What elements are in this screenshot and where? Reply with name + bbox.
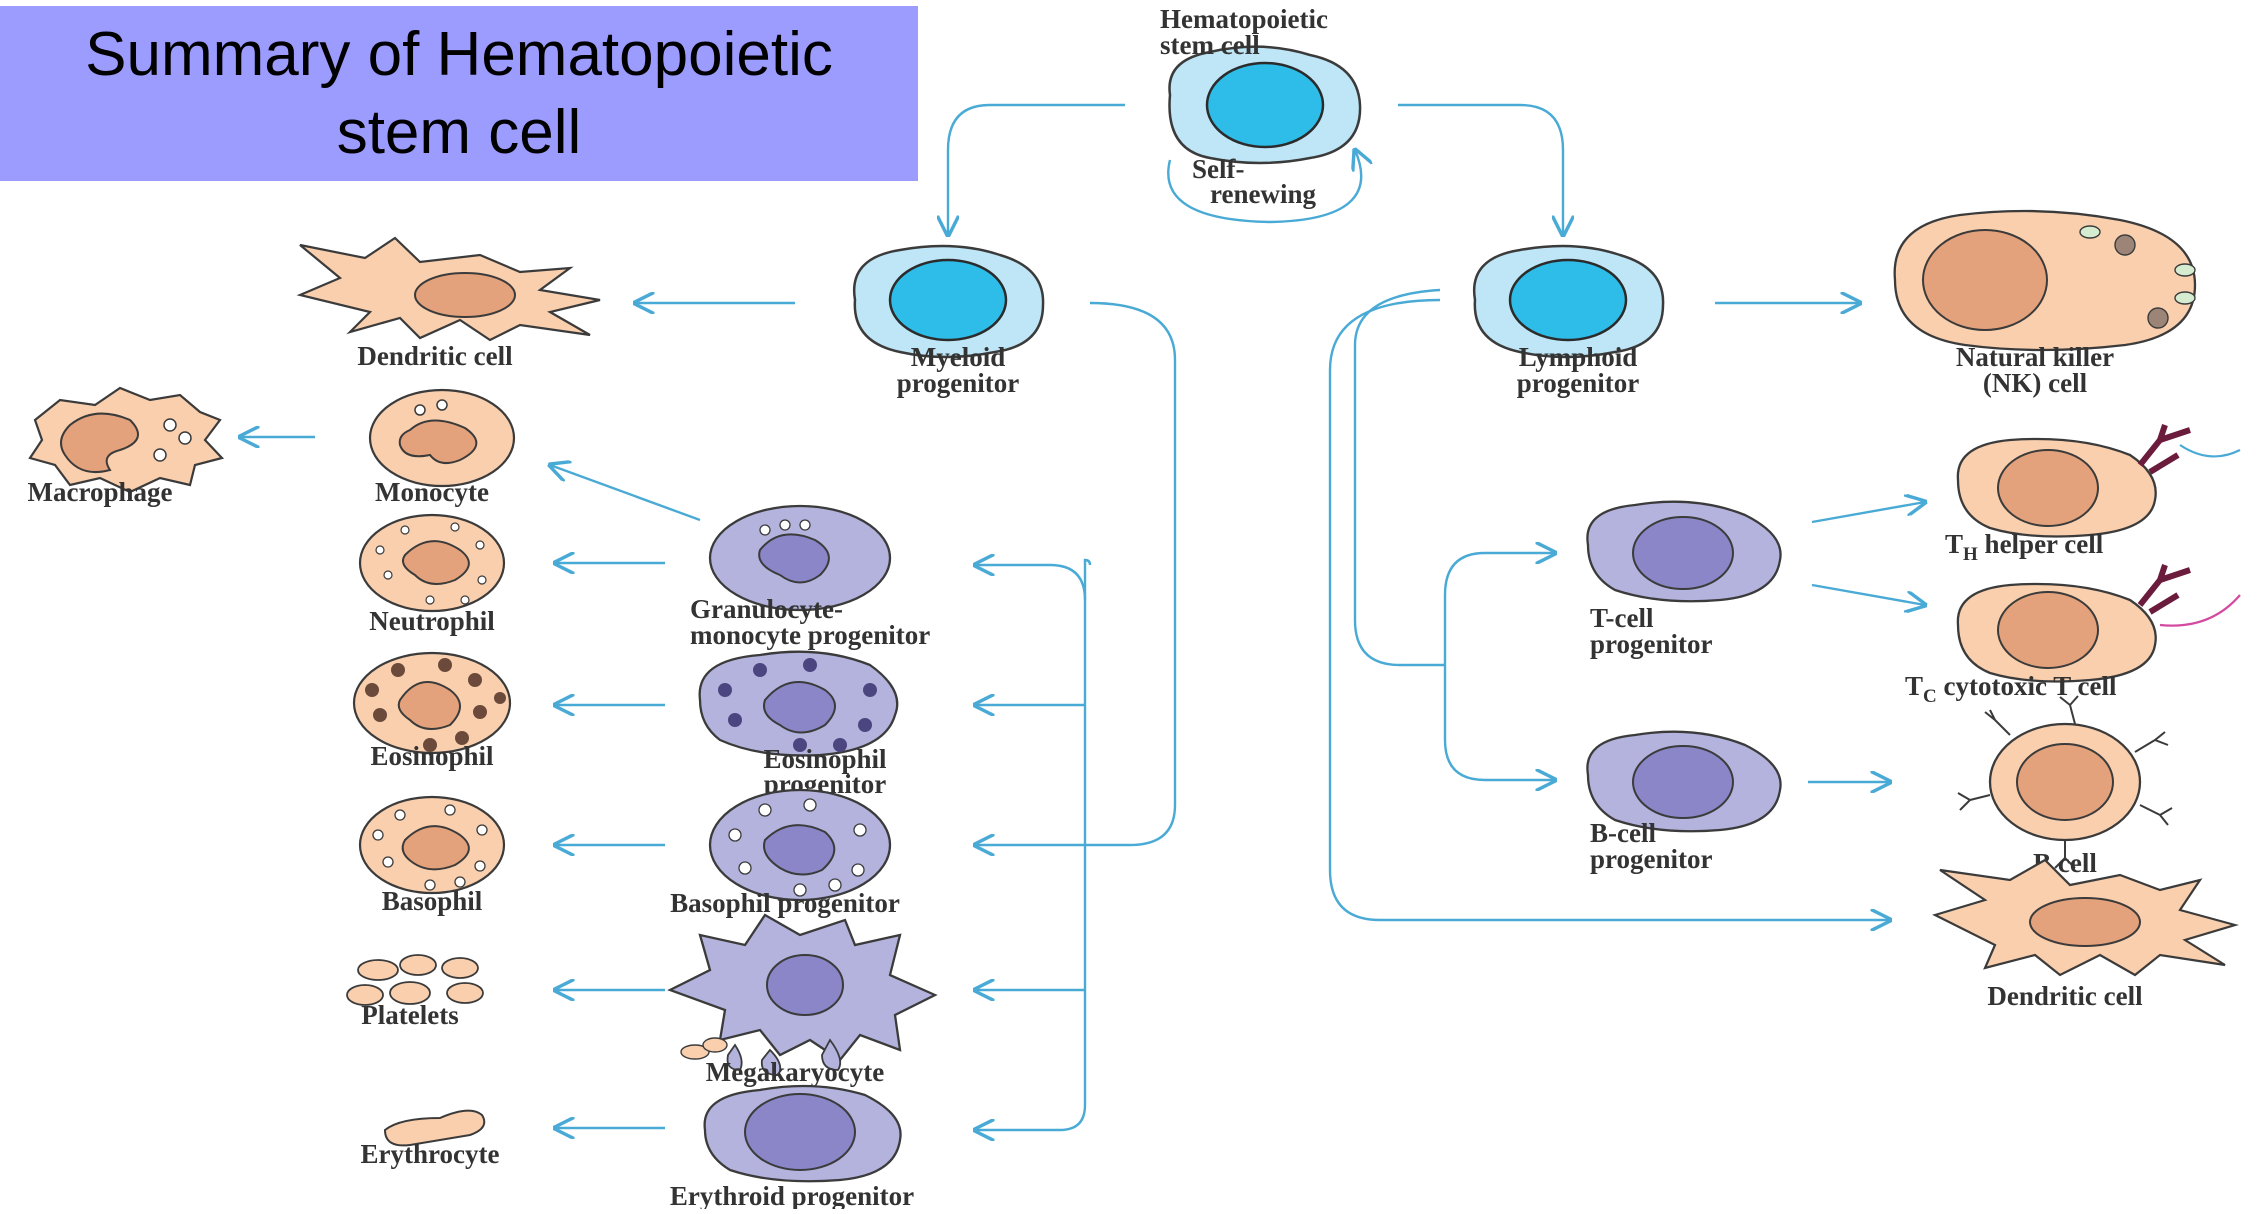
- nk-cell: [1893, 209, 2197, 352]
- basophil-label: Basophil: [382, 886, 483, 916]
- svg-text:Granulocyte-monocyte progenito: Granulocyte-monocyte progenitor: [690, 594, 930, 650]
- arrow-hsc-to-myeloid: [948, 103, 1125, 235]
- th-label: TH helper cell: [1945, 529, 2104, 565]
- tc-label: TC cytotoxic T cell: [1905, 671, 2117, 707]
- tc-label-rest: cytotoxic T cell: [1937, 671, 2117, 701]
- lymphoid-progenitor-cell: [1472, 244, 1665, 359]
- arrow-tprog-to-th: [1811, 502, 1925, 524]
- myeloid-progenitor-cell: [852, 244, 1045, 359]
- title-line-1: Summary of Hematopoietic: [85, 19, 833, 89]
- title-line-2: stem cell: [336, 97, 582, 167]
- erythrocyte-cell: [383, 1109, 486, 1147]
- dendritic-cell-left: [296, 236, 601, 342]
- arrow-to-tcell-prog: [1443, 553, 1555, 665]
- th-helper-cell: [1956, 424, 2241, 538]
- hsc-label-1: Hematopoietic: [1160, 4, 1328, 34]
- arrow-gm-to-monocyte: [550, 465, 701, 522]
- eosinophil-label: Eosinophil: [370, 741, 494, 771]
- myeloid-label-1: Myeloid: [911, 342, 1006, 372]
- dendritic-left-label: Dendritic cell: [357, 341, 513, 371]
- platelets-label: Platelets: [361, 1000, 458, 1030]
- b-cell: [1957, 695, 2173, 869]
- dendritic-cell-right: [1932, 858, 2239, 977]
- nk-label-1: Natural killer: [1956, 342, 2114, 372]
- b-cell-progenitor-cell: [1586, 730, 1782, 833]
- lymphoid-label-1: Lymphoid: [1519, 342, 1638, 372]
- arrow-to-bcell-prog: [1443, 665, 1555, 780]
- monocyte-label: Monocyte: [375, 477, 489, 507]
- t-prog-label-2: progenitor: [1590, 629, 1713, 659]
- erythrocyte-label: Erythrocyte: [361, 1139, 500, 1169]
- arrow-to-gm: [975, 565, 1087, 601]
- arrows: [240, 103, 1925, 1130]
- megakaryocyte-cell: [667, 913, 938, 1076]
- t-cell-progenitor-cell: [1586, 500, 1782, 603]
- arrow-myeloid-subbus: [975, 558, 1092, 1130]
- tc-cytotoxic-cell: [1956, 564, 2241, 683]
- gm-label-2: monocyte progenitor: [690, 620, 930, 650]
- arrow-hsc-to-lymphoid: [1398, 103, 1563, 235]
- monocyte-cell: [368, 388, 516, 488]
- arrow-myeloid-bus: [975, 301, 1177, 845]
- th-label-sub: H: [1963, 544, 1978, 565]
- arrow-tprog-to-tc: [1811, 583, 1925, 605]
- b-prog-label-2: progenitor: [1590, 844, 1713, 874]
- arrow-self-renewing: [1167, 150, 1361, 224]
- baso-prog-label: Basophil progenitor: [670, 888, 900, 918]
- erythroid-progenitor-cell: [703, 1084, 902, 1183]
- nk-label-2: (NK) cell: [1983, 368, 2088, 398]
- macrophage-cell: [28, 386, 225, 494]
- megakaryocyte-label: Megakaryocyte: [706, 1057, 884, 1087]
- neutrophil-cell: [358, 513, 506, 613]
- platelets-group: [346, 954, 484, 1006]
- th-label-main: T: [1945, 529, 1963, 559]
- self-renewing-label-2: renewing: [1210, 179, 1316, 209]
- basophil-cell: [358, 795, 506, 895]
- lymphoid-label-2: progenitor: [1517, 368, 1640, 398]
- tc-label-main: T: [1905, 671, 1923, 701]
- self-renewing-label-1: Self-: [1192, 154, 1244, 184]
- svg-text:Natural killer(NK) cell: Natural killer(NK) cell: [1956, 342, 2114, 398]
- arrow-lymphoid-branch: [1353, 288, 1445, 667]
- hsc-label-2: stem cell: [1160, 30, 1260, 60]
- svg-text:Self-renewing: Self-renewing: [1192, 154, 1316, 209]
- hsc-cell: [1168, 45, 1362, 165]
- arrow-lymphoid-to-dendritic: [1328, 298, 1890, 920]
- gm-label-1: Granulocyte-: [690, 594, 843, 624]
- erythroid-prog-label: Erythroid progenitor: [670, 1181, 914, 1209]
- eos-prog-label-1: Eosinophil: [763, 744, 887, 774]
- myeloid-label-2: progenitor: [897, 368, 1020, 398]
- gm-progenitor-cell: [708, 504, 892, 612]
- neutrophil-label: Neutrophil: [369, 606, 495, 636]
- th-label-rest: helper cell: [1978, 529, 2104, 559]
- b-prog-label-1: B-cell: [1590, 818, 1656, 848]
- basophil-progenitor-cell: [708, 788, 892, 902]
- eosinophil-progenitor-cell: [698, 650, 899, 757]
- dendritic-right-label: Dendritic cell: [1987, 981, 2143, 1011]
- t-prog-label-1: T-cell: [1590, 603, 1654, 633]
- eosinophil-cell: [352, 651, 512, 755]
- macrophage-label: Macrophage: [28, 477, 173, 507]
- title-box: Summary of Hematopoietic stem cell: [0, 6, 918, 181]
- tc-label-sub: C: [1923, 686, 1937, 707]
